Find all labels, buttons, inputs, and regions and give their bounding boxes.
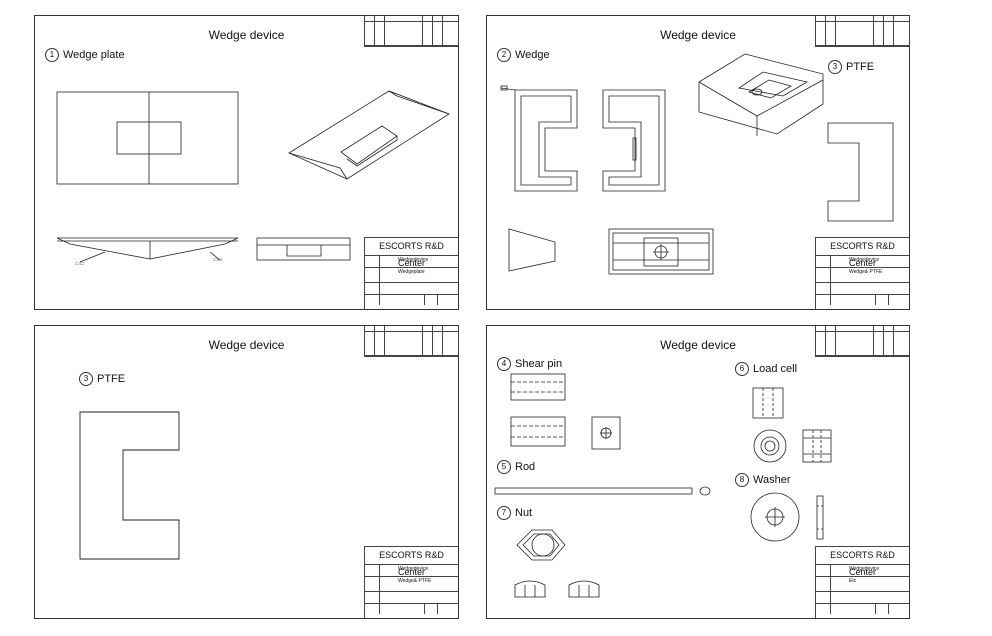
revision-block bbox=[364, 326, 459, 357]
part-label-shear-pin: 4 Shear pin bbox=[497, 357, 562, 371]
part-number-circle: 3 bbox=[828, 60, 842, 74]
part-number-circle: 2 bbox=[497, 48, 511, 62]
company-name: ESCORTS R&D Center bbox=[816, 238, 909, 268]
part-label-wedge: 2 Wedge bbox=[497, 48, 550, 62]
sheet-title: Wedge device bbox=[208, 338, 285, 352]
title-block: ESCORTS R&D Center Wedgedevice Wedgeplat… bbox=[364, 237, 458, 309]
svg-text:▭▭: ▭▭ bbox=[75, 261, 85, 267]
drawing-title: Wedgedevice bbox=[849, 257, 880, 263]
title-block: ESCORTS R&D Center Wedgedevice Wedge& PT… bbox=[815, 237, 909, 309]
part-label-washer: 8 Washer bbox=[735, 473, 791, 487]
sheet-title: Wedge device bbox=[660, 28, 736, 42]
part-label-rod: 5 Rod bbox=[497, 460, 535, 474]
title-block: ESCORTS R&D Center Wedgedevice Wedge& PT… bbox=[364, 546, 458, 618]
part-label-ptfe: 3 PTFE bbox=[79, 372, 125, 386]
drawing-sheet-3: Wedge device 3 PTFE ESCORTS R&D Center We… bbox=[34, 325, 459, 619]
revision-block bbox=[364, 16, 459, 47]
company-name: ESCORTS R&D Center bbox=[365, 547, 458, 577]
parts-drawing bbox=[494, 373, 832, 598]
part-label-wedge-plate: 1 Wedge plate bbox=[45, 48, 125, 62]
part-number-circle: 3 bbox=[79, 372, 93, 386]
wedge-ptfe-drawing bbox=[500, 53, 894, 275]
company-name: ESCORTS R&D Center bbox=[365, 238, 458, 268]
sheet-title: Wedge device bbox=[660, 338, 736, 352]
drawing-name: Wedgeplate bbox=[398, 269, 425, 275]
part-name: Washer bbox=[753, 473, 791, 486]
part-number-circle: 8 bbox=[735, 473, 749, 487]
part-name: PTFE bbox=[97, 372, 126, 385]
part-name: Wedge plate bbox=[63, 48, 125, 61]
drawing-name: Wedge& PTFE bbox=[398, 578, 432, 584]
part-number-circle: 6 bbox=[735, 362, 749, 376]
revision-block bbox=[815, 326, 910, 357]
svg-text:▭▭: ▭▭ bbox=[213, 257, 223, 263]
drawing-title: Wedgedevice bbox=[398, 257, 429, 263]
part-name: Wedge bbox=[515, 48, 550, 61]
drawing-title: Wedgedevice bbox=[849, 566, 880, 572]
part-number-circle: 4 bbox=[497, 357, 511, 371]
company-name: ESCORTS R&D Center bbox=[816, 547, 909, 577]
part-label-load-cell: 6 Load cell bbox=[735, 362, 797, 376]
wedge-plate-drawing: ▭▭ ▭▭ bbox=[56, 90, 450, 267]
part-name: PTFE bbox=[846, 60, 875, 73]
ptfe-drawing bbox=[79, 411, 180, 560]
drawing-name: Etc bbox=[849, 578, 857, 584]
part-number-circle: 7 bbox=[497, 506, 511, 520]
sheet-title: Wedge device bbox=[208, 28, 285, 42]
drawing-name: Wedge& PTFE bbox=[849, 269, 883, 275]
drawing-sheet-1: Wedge device 1 Wedge plate ▭▭ ▭▭ ESCORTS … bbox=[34, 15, 459, 310]
part-name: Shear pin bbox=[515, 357, 563, 370]
part-number-circle: 1 bbox=[45, 48, 59, 62]
title-block: ESCORTS R&D Center Wedgedevice Etc bbox=[815, 546, 909, 618]
part-label-nut: 7 Nut bbox=[497, 506, 532, 520]
part-name: Nut bbox=[515, 506, 533, 519]
revision-block bbox=[815, 16, 910, 47]
part-name: Rod bbox=[515, 460, 536, 473]
part-number-circle: 5 bbox=[497, 460, 511, 474]
part-label-ptfe: 3 PTFE bbox=[828, 60, 874, 74]
drawing-title: Wedgedevice bbox=[398, 566, 429, 572]
part-name: Load cell bbox=[753, 362, 798, 375]
